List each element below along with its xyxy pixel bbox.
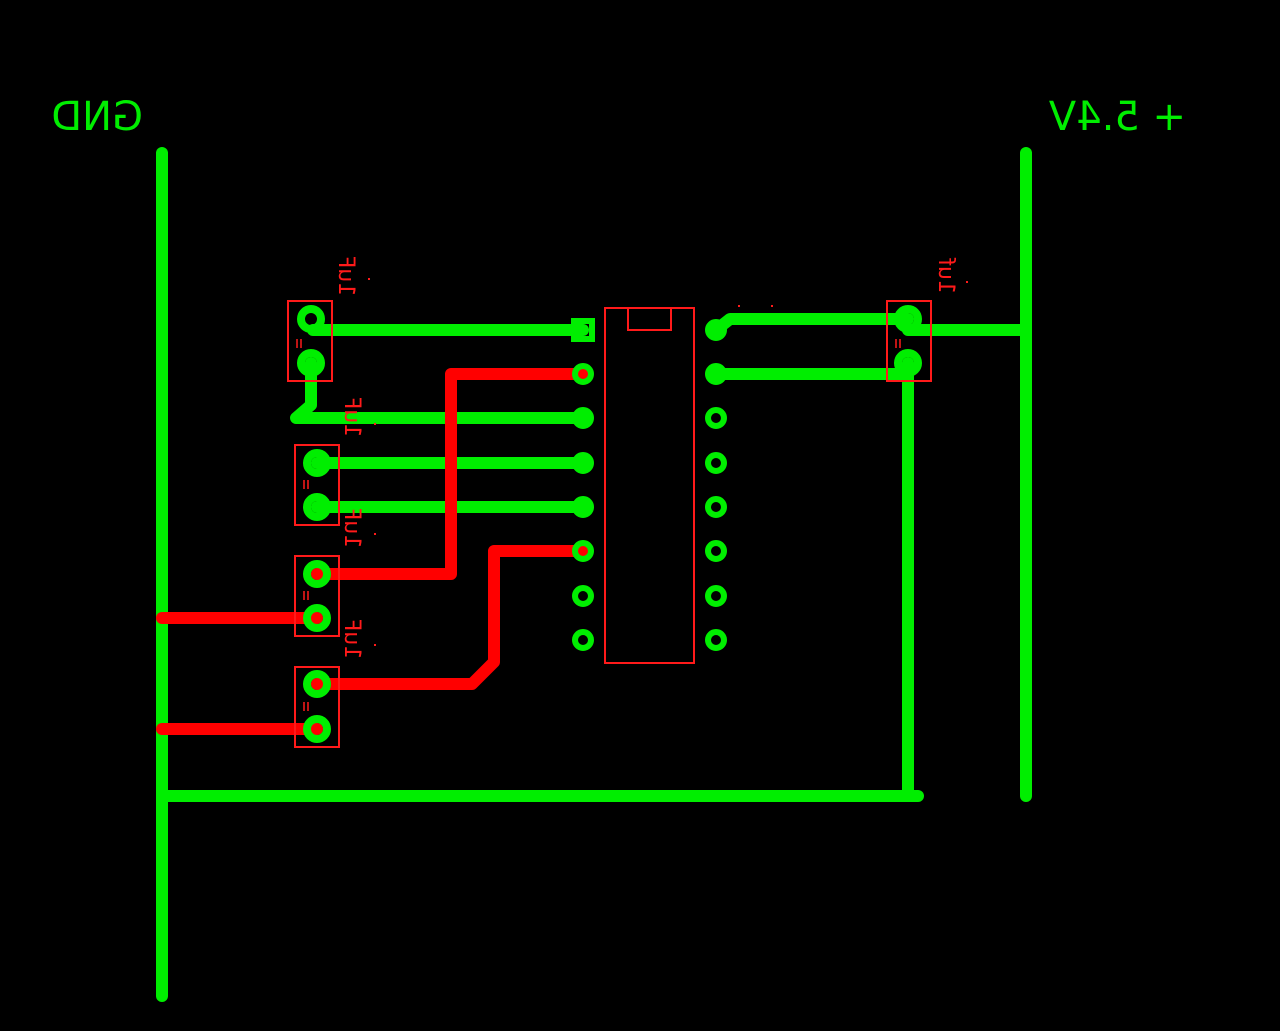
cap2-outline — [294, 444, 340, 526]
chip-pin2-trace — [311, 368, 589, 580]
ic-pad — [705, 363, 727, 385]
cap5-pad-b — [894, 349, 922, 377]
cap5-pad-a — [894, 305, 922, 333]
vcc-net-label: + 5.4V — [1048, 94, 1186, 140]
ic-pad — [705, 407, 727, 429]
chip-pin16-trace — [710, 313, 914, 336]
ic-pad — [705, 496, 727, 518]
cap4-pad-b — [303, 715, 331, 743]
capacitor-outlines — [287, 300, 932, 748]
cap3-pad-a — [303, 560, 331, 588]
bottom-copper-traces — [156, 368, 589, 735]
ic-notch — [627, 307, 672, 331]
ic-pad — [705, 452, 727, 474]
ic-body-outline — [604, 307, 695, 664]
ic-pad — [705, 629, 727, 651]
ic-chip — [604, 307, 695, 664]
cap4-pad-a — [303, 670, 331, 698]
top-copper-traces — [156, 147, 1032, 1002]
silkscreen-specks — [368, 278, 968, 646]
ic-pad — [572, 540, 594, 562]
cap1-pad-a — [297, 305, 325, 333]
cap3-pad-b — [303, 604, 331, 632]
ic-pad — [572, 629, 594, 651]
cap4-value-label: 1uF — [339, 619, 364, 660]
ic-pad — [705, 540, 727, 562]
ic-pad — [572, 407, 594, 429]
capacitor-polarity-marks — [296, 339, 901, 711]
cap2-pad-a — [303, 449, 331, 477]
chip-pin3-trace — [290, 357, 589, 424]
gnd-net-label: GND — [51, 94, 143, 140]
cap2-pad-b — [303, 493, 331, 521]
capacitor-pads — [297, 305, 922, 743]
ic-pads — [571, 318, 727, 651]
ic-pad — [572, 585, 594, 607]
ic-pad — [572, 496, 594, 518]
cap1-value-label: 1uF — [333, 256, 358, 297]
cap1-outline — [287, 300, 333, 382]
ic-pad — [572, 363, 594, 385]
cap5-value-label: 1uf — [933, 257, 958, 294]
ic-pad — [705, 585, 727, 607]
chip-pin6-trace — [311, 545, 589, 690]
cap5-outline — [886, 300, 932, 382]
ic-pin1-pad — [571, 318, 595, 342]
ic-pad — [705, 319, 727, 341]
cap1-pad-b — [297, 349, 325, 377]
ic-pad — [572, 452, 594, 474]
cap2-value-label: 1uF — [339, 397, 364, 438]
cap3-outline — [294, 555, 340, 637]
cap3-value-label: 1uF — [339, 508, 364, 549]
cap4-outline — [294, 666, 340, 748]
